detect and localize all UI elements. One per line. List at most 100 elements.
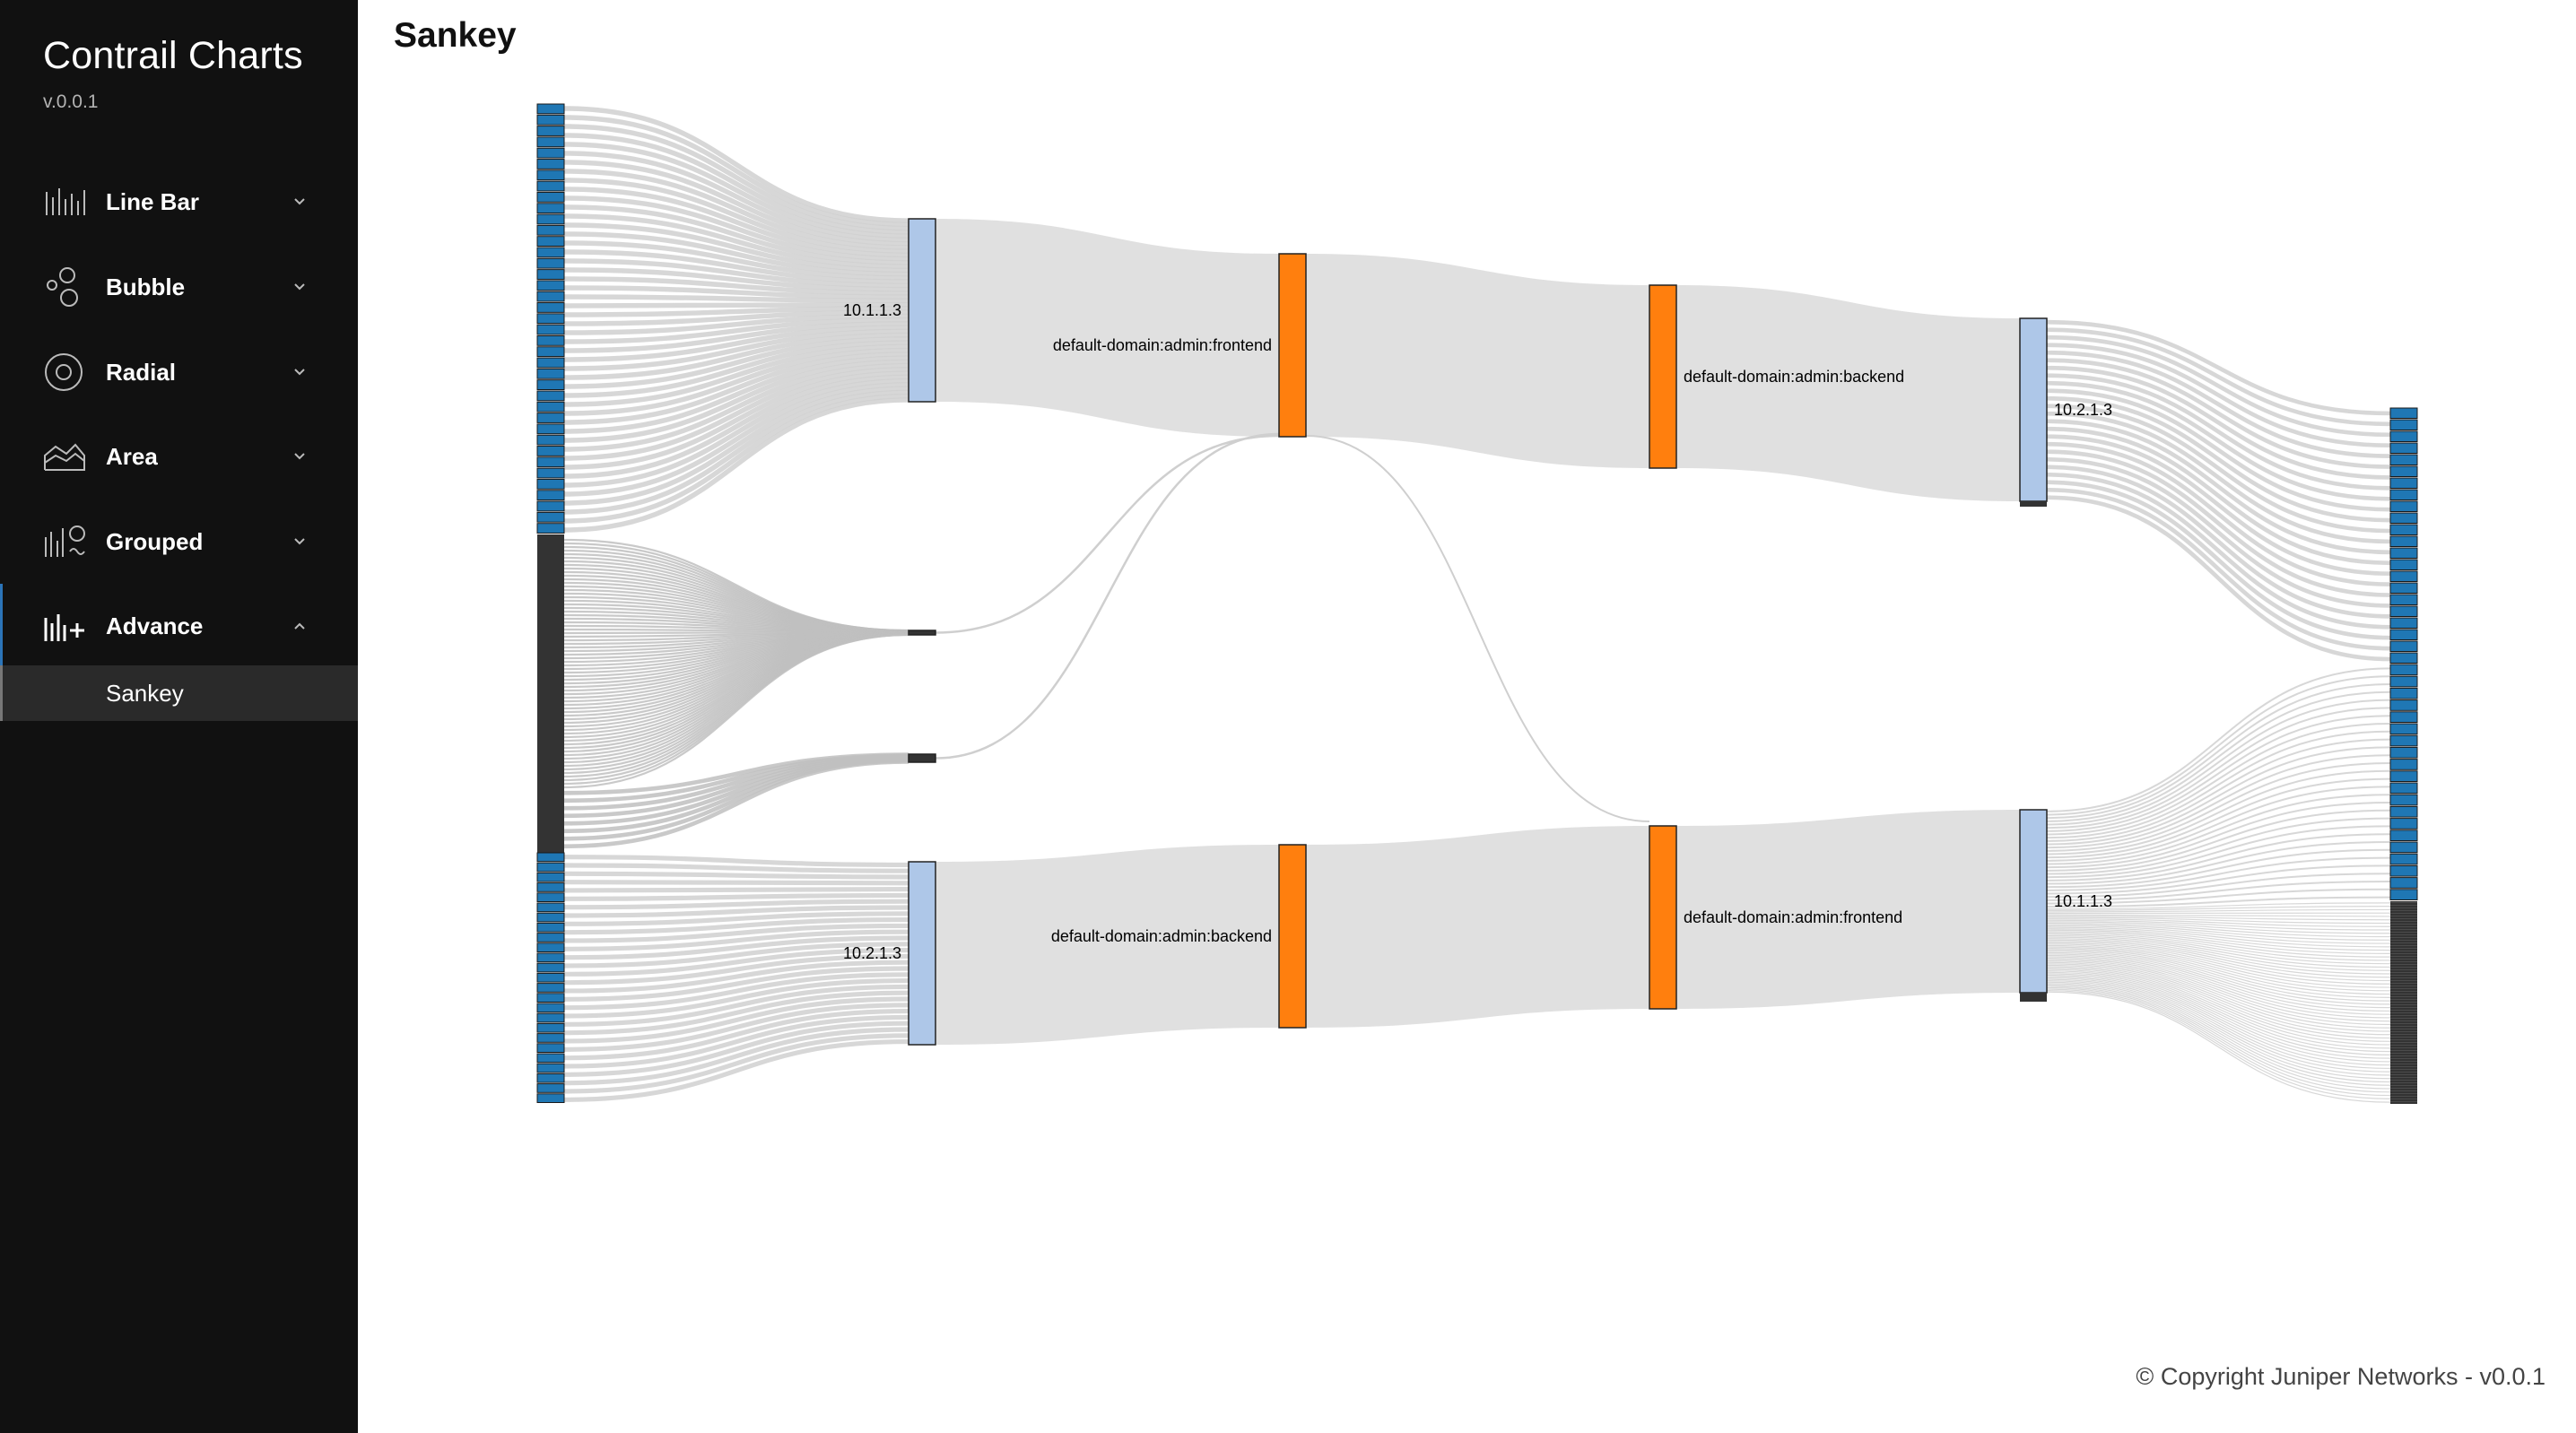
nav-item-grouped[interactable]: Grouped (0, 499, 358, 584)
port-node[interactable] (2389, 877, 2418, 889)
port-node[interactable] (536, 136, 565, 148)
sankey-node-minor-1[interactable] (908, 630, 936, 636)
port-node[interactable] (2389, 430, 2418, 442)
port-node[interactable] (536, 933, 565, 942)
port-node[interactable] (536, 302, 565, 313)
sankey-node-ip-10.2.1.3-right[interactable] (2019, 317, 2048, 502)
port-node[interactable] (536, 862, 565, 873)
port-node[interactable] (536, 478, 565, 490)
port-node[interactable] (2389, 559, 2418, 570)
port-node[interactable] (536, 1043, 565, 1054)
port-node[interactable] (536, 892, 565, 902)
nav-item-radial[interactable]: Radial (0, 330, 358, 414)
port-node[interactable] (536, 213, 565, 225)
port-node[interactable] (2389, 853, 2418, 865)
port-node[interactable] (536, 291, 565, 302)
port-node[interactable] (536, 952, 565, 963)
port-node[interactable] (2389, 829, 2418, 841)
port-node[interactable] (2389, 770, 2418, 782)
port-node[interactable] (536, 983, 565, 993)
port-node[interactable] (536, 467, 565, 479)
port-node[interactable] (2389, 687, 2418, 699)
port-node[interactable] (2389, 640, 2418, 652)
sankey-node-dst-ports-a[interactable] (2389, 407, 2418, 664)
port-node[interactable] (536, 126, 565, 136)
port-node[interactable] (536, 203, 565, 214)
port-node[interactable] (536, 280, 565, 291)
port-node[interactable] (536, 1053, 565, 1064)
port-node[interactable] (2389, 617, 2418, 629)
port-node[interactable] (2389, 841, 2418, 854)
port-node[interactable] (2389, 594, 2418, 605)
nav-item-area[interactable]: Area (0, 414, 358, 499)
port-node[interactable] (2389, 805, 2418, 818)
port-node[interactable] (536, 159, 565, 169)
port-node[interactable] (536, 357, 565, 369)
port-node[interactable] (536, 191, 565, 203)
port-node[interactable] (536, 490, 565, 501)
port-node[interactable] (536, 114, 565, 126)
port-node[interactable] (536, 434, 565, 446)
port-node[interactable] (536, 1063, 565, 1073)
port-node[interactable] (536, 147, 565, 159)
port-node[interactable] (2389, 675, 2418, 688)
port-node[interactable] (536, 511, 565, 523)
port-node[interactable] (2389, 465, 2418, 477)
sankey-node-vn-backend-left[interactable] (1278, 844, 1307, 1029)
port-node[interactable] (2389, 454, 2418, 465)
port-node[interactable] (536, 872, 565, 882)
port-node[interactable] (2389, 746, 2418, 759)
port-node[interactable] (2389, 570, 2418, 582)
port-node[interactable] (2389, 723, 2418, 735)
sankey-node-ip-10.1.1.3-right[interactable] (2019, 809, 2048, 994)
port-node[interactable] (2389, 535, 2418, 547)
port-node[interactable] (2389, 500, 2418, 512)
port-node[interactable] (2389, 818, 2418, 829)
other-node-block[interactable] (537, 534, 564, 853)
port-node[interactable] (536, 922, 565, 933)
port-node[interactable] (536, 379, 565, 391)
port-node[interactable] (536, 224, 565, 236)
port-node[interactable] (536, 882, 565, 892)
port-node[interactable] (536, 962, 565, 973)
nav-item-line-bar[interactable]: Line Bar (0, 160, 358, 244)
port-node[interactable] (2389, 512, 2418, 524)
nav-item-bubble[interactable]: Bubble (0, 245, 358, 329)
port-node[interactable] (2389, 782, 2418, 795)
port-node[interactable] (2389, 489, 2418, 500)
port-node[interactable] (2389, 699, 2418, 711)
sankey-node-src-ports-a[interactable] (536, 103, 565, 534)
port-node[interactable] (536, 1093, 565, 1104)
port-node[interactable] (2389, 889, 2418, 900)
sankey-node-minor-2[interactable] (908, 753, 936, 763)
port-node[interactable] (536, 423, 565, 435)
port-node[interactable] (536, 236, 565, 248)
port-node[interactable] (536, 446, 565, 456)
port-node[interactable] (2389, 419, 2418, 430)
sankey-node-dst-other[interactable] (2390, 901, 2417, 1104)
port-node[interactable] (536, 413, 565, 423)
port-node[interactable] (536, 500, 565, 512)
port-node[interactable] (536, 390, 565, 402)
other-node-block[interactable] (2390, 901, 2417, 1104)
port-node[interactable] (2389, 605, 2418, 617)
port-node[interactable] (2389, 629, 2418, 640)
sidebar-subitem-sankey[interactable]: Sankey (0, 665, 358, 721)
sankey-node-dst-ports-b[interactable] (2389, 664, 2418, 900)
port-node[interactable] (536, 1022, 565, 1033)
port-node[interactable] (2389, 524, 2418, 535)
port-node[interactable] (536, 852, 565, 863)
port-node[interactable] (2389, 759, 2418, 770)
port-node[interactable] (536, 1003, 565, 1013)
sankey-node-src-other[interactable] (537, 534, 564, 853)
sankey-node-ip-10.2.1.3-left[interactable] (908, 861, 936, 1046)
port-node[interactable] (2389, 794, 2418, 806)
nav-item-advance[interactable]: Advance (0, 584, 358, 668)
port-node[interactable] (536, 972, 565, 983)
port-node[interactable] (2389, 547, 2418, 559)
port-node[interactable] (536, 942, 565, 953)
port-node[interactable] (536, 324, 565, 335)
port-node[interactable] (536, 180, 565, 192)
sankey-node-vn-frontend-left[interactable] (1278, 253, 1307, 438)
port-node[interactable] (536, 346, 565, 358)
